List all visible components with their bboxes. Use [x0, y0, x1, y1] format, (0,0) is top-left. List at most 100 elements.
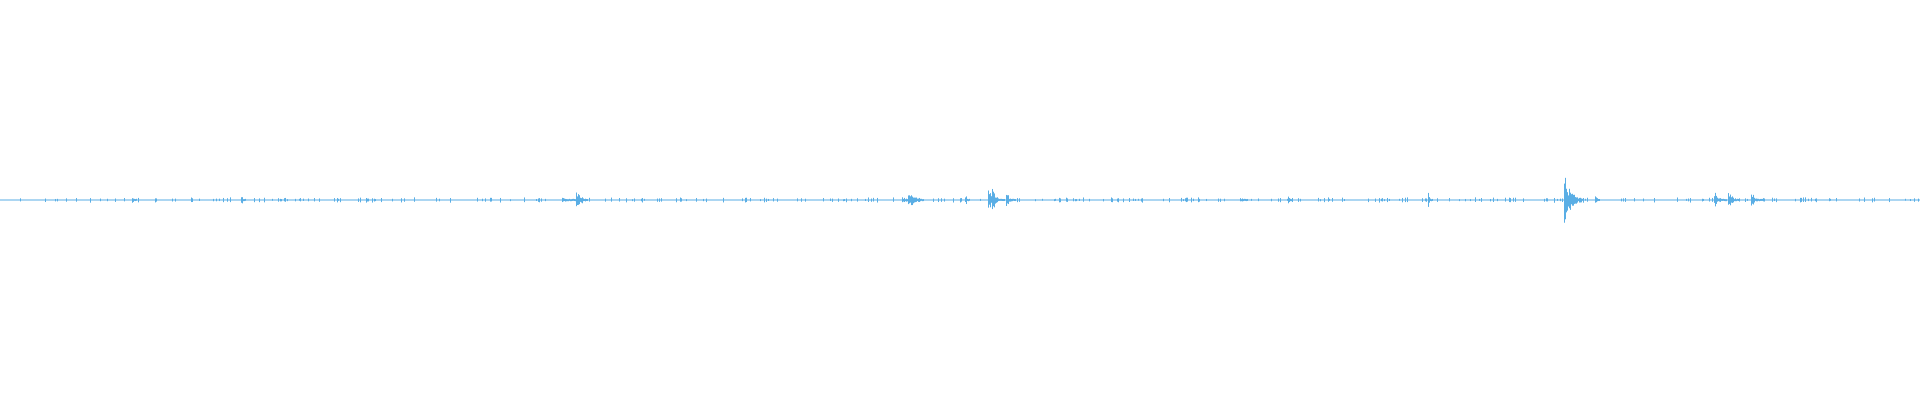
waveform-sample — [1384, 199, 1385, 202]
waveform-sample — [1830, 198, 1831, 201]
waveform-sample — [742, 198, 743, 202]
waveform-sample — [314, 198, 315, 202]
waveform-sample — [358, 198, 359, 202]
waveform-sample — [230, 197, 231, 203]
waveform-sample — [1547, 198, 1548, 202]
waveform-sample — [1430, 198, 1431, 201]
waveform-sample — [1762, 198, 1763, 201]
waveform-sample — [299, 198, 300, 201]
waveform-sample — [915, 197, 916, 203]
waveform-sample — [1193, 198, 1194, 202]
waveform-sample — [969, 198, 970, 201]
waveform-sample — [1185, 198, 1186, 202]
waveform-sample — [838, 198, 839, 202]
waveform-sample — [1568, 195, 1569, 207]
waveform-sample — [1736, 199, 1737, 202]
waveform-sample — [1224, 198, 1225, 202]
waveform-sample — [1564, 183, 1565, 223]
waveform-sample — [993, 191, 994, 207]
waveform-sample — [524, 197, 525, 203]
waveform-sample — [1621, 198, 1622, 202]
waveform-sample — [1382, 198, 1383, 202]
waveform-sample — [902, 197, 903, 203]
waveform-sample — [216, 198, 217, 202]
waveform-sample — [1288, 196, 1289, 204]
waveform-sample — [893, 197, 894, 202]
waveform-sample — [1761, 198, 1762, 201]
waveform-sample — [605, 198, 606, 202]
waveform-sample — [1181, 197, 1182, 202]
waveform-sample — [1801, 197, 1802, 202]
waveform-sample — [1000, 198, 1001, 201]
waveform-sample — [1757, 198, 1758, 202]
waveform-sample — [1599, 199, 1600, 202]
waveform-sample — [1012, 198, 1013, 202]
waveform-sample — [686, 199, 687, 202]
waveform-sample — [134, 198, 135, 201]
waveform-sample — [1428, 192, 1429, 207]
waveform-sample — [303, 198, 304, 201]
waveform-sample — [1623, 198, 1624, 202]
waveform-sample — [1009, 198, 1010, 202]
waveform-sample — [1379, 198, 1380, 203]
waveform-sample — [1497, 198, 1498, 202]
waveform-sample — [1187, 197, 1188, 202]
waveform-sample — [1733, 197, 1734, 203]
waveform-sample — [1753, 194, 1754, 205]
waveform-sample — [1677, 197, 1678, 202]
waveform-sample — [1509, 197, 1510, 203]
waveform-sample — [906, 198, 907, 202]
waveform-sample — [192, 198, 193, 203]
waveform-sample — [918, 198, 919, 202]
waveform-sample — [1344, 199, 1345, 202]
waveform-sample — [994, 193, 995, 208]
waveform-sample — [589, 197, 590, 202]
waveform-sample — [392, 198, 393, 202]
waveform-sample — [1760, 198, 1761, 201]
waveform-sample — [1723, 198, 1724, 201]
waveform-sample — [319, 198, 320, 202]
waveform-sample — [1751, 194, 1752, 206]
waveform-sample — [873, 197, 874, 202]
waveform-sample — [1805, 197, 1806, 202]
waveform-sample — [572, 198, 573, 201]
waveform-sample — [919, 197, 920, 202]
waveform-sample — [1554, 197, 1555, 203]
waveform-sample — [340, 198, 341, 203]
waveform-sample — [1245, 198, 1246, 201]
waveform-sample — [989, 194, 990, 205]
waveform-sample — [66, 198, 67, 202]
waveform-sample — [1191, 197, 1192, 203]
waveform-sample — [1405, 197, 1406, 203]
waveform-sample — [1141, 198, 1142, 202]
waveform-sample — [585, 198, 586, 202]
waveform-sample — [1407, 197, 1408, 203]
waveform-sample — [55, 198, 56, 202]
waveform-sample — [241, 197, 242, 203]
waveform-sample — [375, 199, 376, 202]
waveform-sample — [1479, 198, 1480, 201]
waveform-sample — [1183, 199, 1184, 202]
waveform-sample — [245, 198, 246, 201]
waveform-sample — [1734, 199, 1735, 202]
waveform-sample — [910, 196, 911, 203]
waveform-sample — [199, 198, 200, 201]
waveform-sample — [1218, 198, 1219, 202]
waveform-sample — [1481, 198, 1482, 202]
waveform-sample — [916, 197, 917, 202]
waveform-sample — [1079, 198, 1080, 201]
waveform-sample — [868, 197, 869, 202]
waveform-sample — [661, 198, 662, 202]
waveform-sample — [1432, 198, 1433, 201]
waveform-sample — [1271, 198, 1272, 202]
waveform-sample — [1001, 198, 1002, 201]
waveform-sample — [1505, 197, 1506, 202]
waveform-sample — [1515, 197, 1516, 202]
waveform-sample — [903, 198, 904, 202]
waveform-sample — [573, 198, 574, 201]
waveform-sample — [760, 199, 761, 202]
waveform-sample — [745, 197, 746, 203]
waveform-sample — [843, 199, 844, 202]
waveform-sample — [1690, 198, 1691, 203]
